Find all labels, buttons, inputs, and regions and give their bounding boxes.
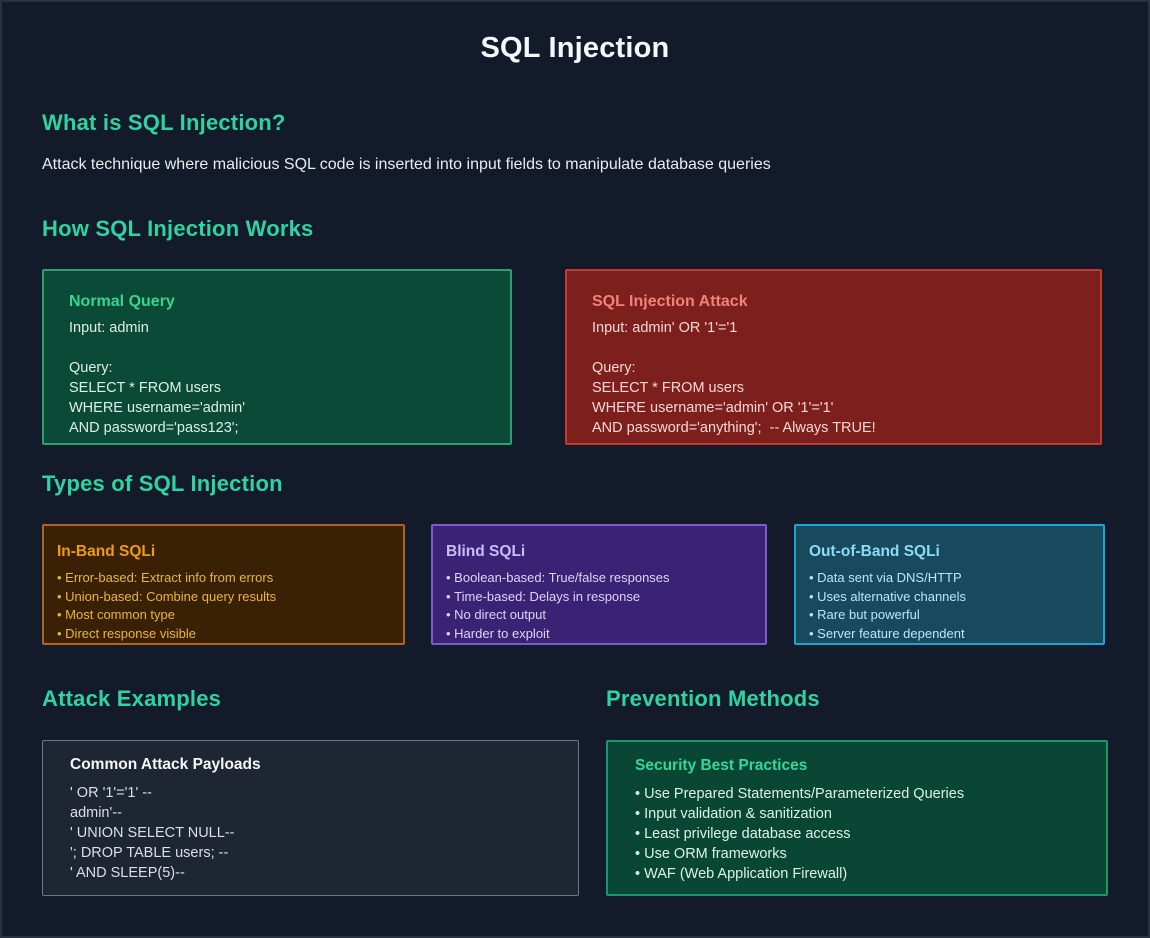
section-heading-how-it-works: How SQL Injection Works [42, 216, 314, 241]
practices-bullet-list: Use Prepared Statements/Parameterized Qu… [635, 784, 1079, 884]
bullet-item: WAF (Web Application Firewall) [635, 864, 1079, 884]
code-line: '; DROP TABLE users; -- [70, 845, 229, 861]
code-line: admin'-- [70, 805, 122, 821]
section-heading-attack-examples: Attack Examples [42, 686, 222, 711]
code-line: ' OR '1'='1' -- [70, 785, 152, 801]
bullet-item: Harder to exploit [446, 625, 752, 644]
blind-sqli-card: Blind SQLi Boolean-based: True/false res… [431, 524, 767, 645]
sql-injection-attack-panel: SQL Injection Attack Input: admin' OR '1… [565, 269, 1102, 445]
normal-query-panel: Normal Query Input: admin Query: SELECT *… [42, 269, 512, 445]
bullet-item: Use Prepared Statements/Parameterized Qu… [635, 784, 1079, 804]
page-title: SQL Injection [480, 32, 670, 64]
bullet-item: Error-based: Extract info from errors [57, 569, 390, 588]
bullet-item: Rare but powerful [809, 606, 1090, 625]
code-line: SELECT * FROM users [69, 380, 222, 396]
bullet-item: Use ORM frameworks [635, 844, 1079, 864]
in-band-sqli-card: In-Band SQLi Error-based: Extract info f… [42, 524, 405, 645]
code-line: Input: admin [69, 320, 149, 336]
bullet-item: Time-based: Delays in response [446, 588, 752, 607]
payload-code-lines: ' OR '1'='1' -- admin'-- ' UNION SELECT NU… [70, 783, 551, 883]
payloads-panel-title: Common Attack Payloads [70, 756, 261, 773]
bullet-item: Uses alternative channels [809, 588, 1090, 607]
common-attack-payloads-panel: Common Attack Payloads ' OR '1'='1' -- ad… [42, 740, 579, 896]
code-line: ' UNION SELECT NULL-- [70, 825, 235, 841]
bullet-item: Input validation & sanitization [635, 804, 1079, 824]
what-is-description: Attack technique where malicious SQL cod… [42, 156, 771, 173]
code-line: WHERE username='admin' OR '1'='1' [592, 400, 834, 416]
security-best-practices-panel: Security Best Practices Use Prepared Sta… [606, 740, 1108, 896]
practices-panel-title: Security Best Practices [635, 757, 808, 774]
bullet-item: Least privilege database access [635, 824, 1079, 844]
code-line: Query: [69, 360, 113, 376]
bullet-item: Server feature dependent [809, 625, 1090, 644]
bullet-item: Data sent via DNS/HTTP [809, 569, 1090, 588]
out-of-band-bullet-list: Data sent via DNS/HTTPUses alternative c… [809, 569, 1090, 643]
section-heading-what-is-sql-injection: What is SQL Injection? [42, 110, 286, 135]
bullet-item: Union-based: Combine query results [57, 588, 390, 607]
code-line: ' AND SLEEP(5)-- [70, 865, 185, 881]
blind-bullet-list: Boolean-based: True/false responsesTime-… [446, 569, 752, 643]
code-line: WHERE username='admin' [69, 400, 245, 416]
code-line: AND password='anything'; -- Always TRUE! [592, 420, 876, 436]
section-heading-prevention-methods: Prevention Methods [606, 686, 820, 711]
code-line: AND password='pass123'; [69, 420, 239, 436]
out-of-band-sqli-card: Out-of-Band SQLi Data sent via DNS/HTTPU… [794, 524, 1105, 645]
in-band-card-title: In-Band SQLi [57, 543, 156, 560]
section-heading-types: Types of SQL Injection [42, 471, 283, 496]
code-line: SELECT * FROM users [592, 380, 745, 396]
in-band-bullet-list: Error-based: Extract info from errorsUni… [57, 569, 390, 643]
code-line [69, 338, 485, 358]
bullet-item: No direct output [446, 606, 752, 625]
attack-query-title: SQL Injection Attack [592, 293, 748, 310]
blind-card-title: Blind SQLi [446, 543, 526, 560]
out-of-band-card-title: Out-of-Band SQLi [809, 543, 940, 560]
bullet-item: Boolean-based: True/false responses [446, 569, 752, 588]
bullet-item: Direct response visible [57, 625, 390, 644]
code-line: Input: admin' OR '1'='1 [592, 320, 738, 336]
code-line: Query: [592, 360, 636, 376]
bullet-item: Most common type [57, 606, 390, 625]
attack-query-code: Input: admin' OR '1'='1 Query: SELECT * F… [592, 318, 1075, 438]
normal-query-title: Normal Query [69, 293, 175, 310]
code-line [592, 338, 1075, 358]
